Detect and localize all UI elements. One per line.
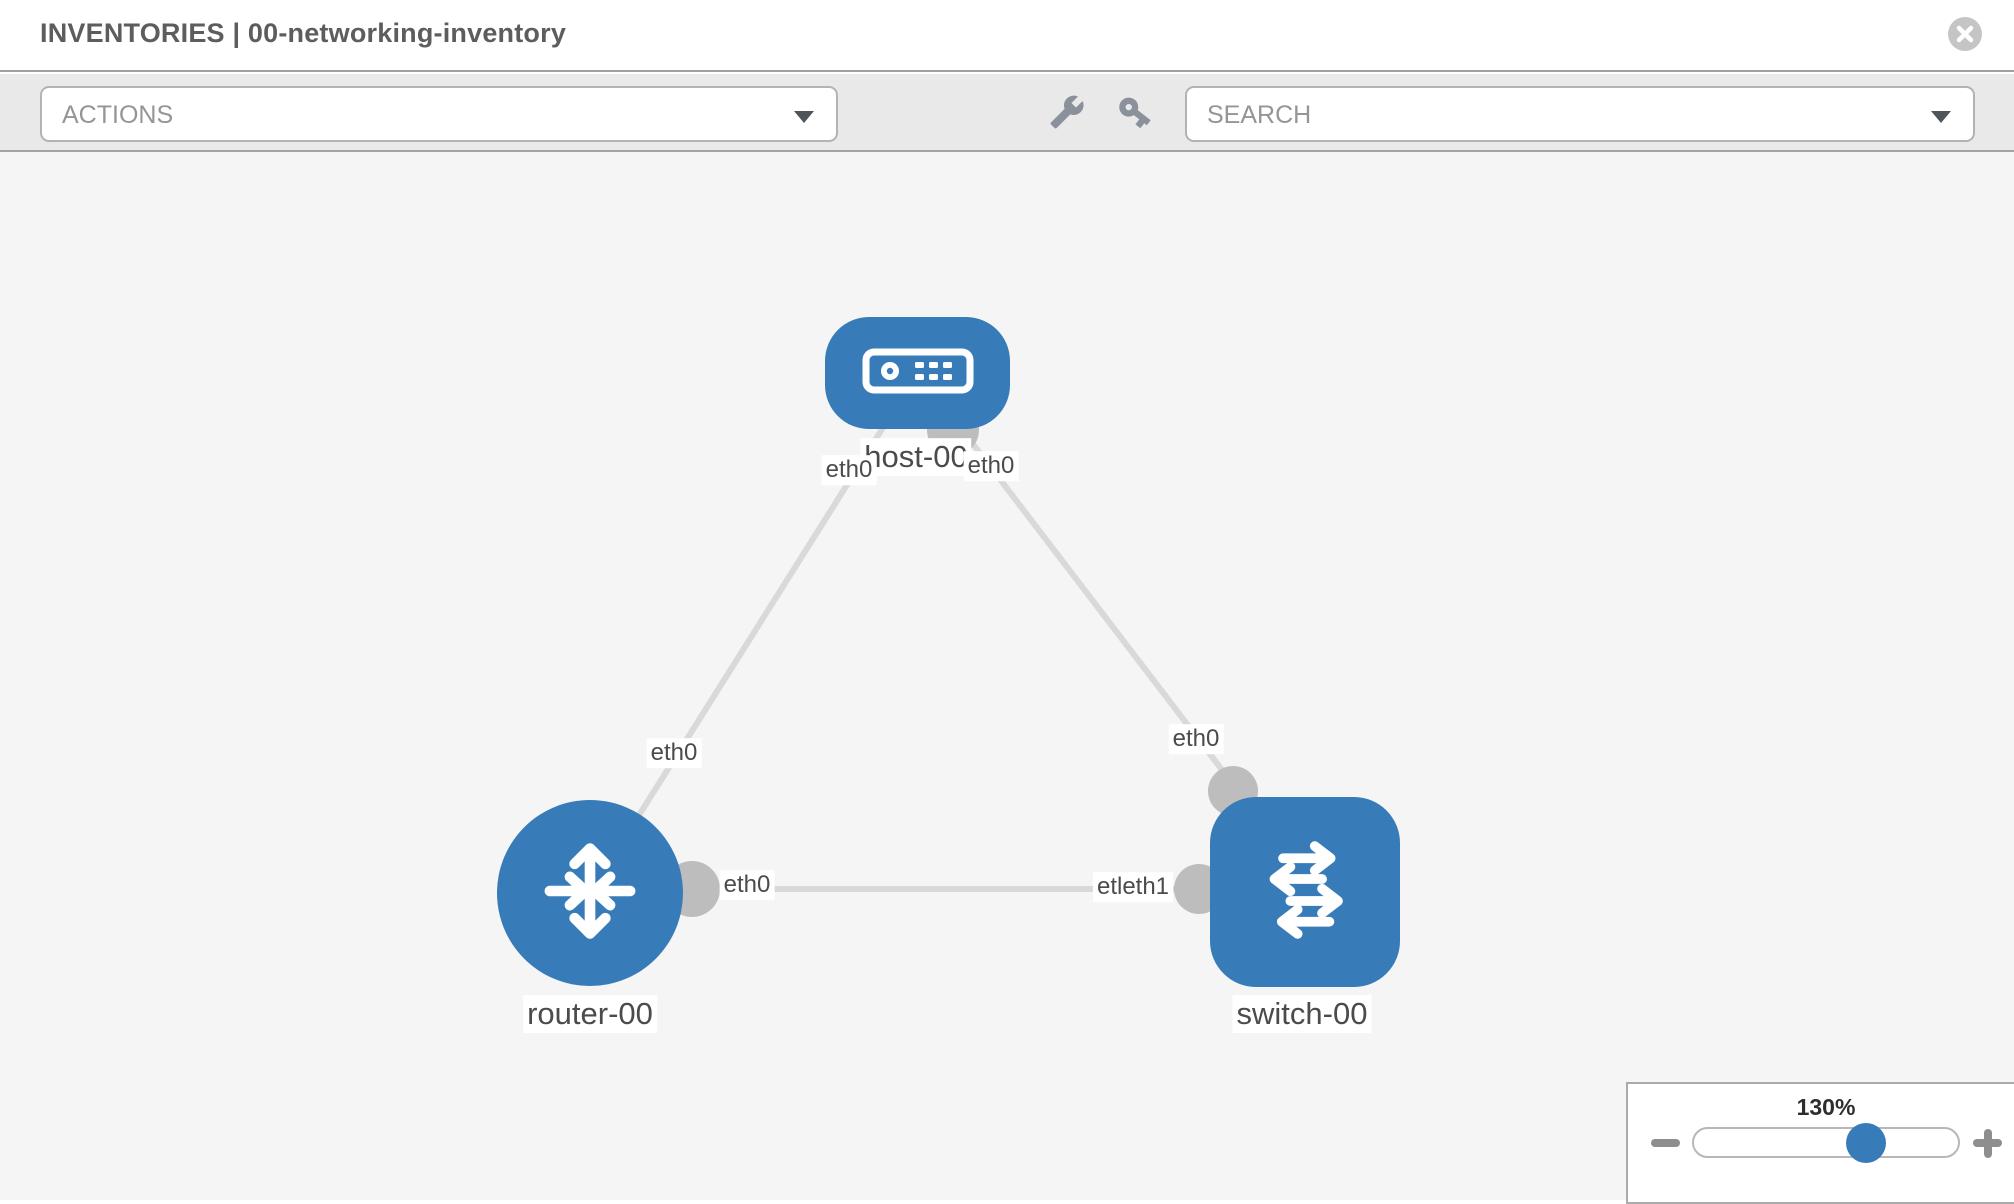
- node-label-router: router-00: [523, 995, 657, 1033]
- topology-canvas[interactable]: host-00 eth0 eth0 eth0 eth0 eth0 etleth1…: [0, 152, 2014, 1200]
- node-host-00[interactable]: [825, 317, 1010, 429]
- actions-dropdown-label: ACTIONS: [62, 101, 174, 129]
- wrench-icon: [1049, 94, 1085, 135]
- interface-label-router-link-eth0: eth0: [646, 738, 702, 768]
- switch-icon-node[interactable]: [1210, 797, 1400, 987]
- chevron-down-icon: [794, 111, 814, 123]
- search-dropdown[interactable]: SEARCH: [1185, 86, 1975, 142]
- interface-label-router-eth0: eth0: [719, 870, 775, 900]
- node-label-host: host-00: [860, 438, 972, 476]
- zoom-slider-thumb[interactable]: [1846, 1123, 1886, 1163]
- interface-label-switch-link-eth0: eth0: [1168, 724, 1224, 754]
- interface-label-host-eth0-left: eth0: [821, 455, 877, 485]
- search-dropdown-label: SEARCH: [1207, 101, 1312, 129]
- router-icon: [531, 832, 649, 955]
- key-button[interactable]: [1113, 92, 1157, 136]
- zoom-in-icon[interactable]: [1983, 1128, 1992, 1158]
- page-title: INVENTORIES | 00-networking-inventory: [40, 18, 567, 48]
- wrench-button[interactable]: [1045, 92, 1089, 136]
- interface-label-switch-eth1: etleth1: [1092, 872, 1174, 902]
- header-bar: INVENTORIES | 00-networking-inventory: [0, 0, 2014, 72]
- zoom-control-panel: 130%: [1626, 1082, 2014, 1204]
- topology-links-layer: [587, 370, 1305, 917]
- zoom-out-icon[interactable]: [1651, 1139, 1680, 1147]
- key-icon: [1116, 93, 1154, 136]
- host-icon: [857, 336, 979, 411]
- close-button[interactable]: [1948, 17, 1982, 51]
- switch-icon: [1244, 829, 1366, 956]
- node-router-00[interactable]: [497, 800, 683, 986]
- node-label-switch: switch-00: [1232, 995, 1372, 1033]
- actions-dropdown[interactable]: ACTIONS: [40, 86, 838, 142]
- interface-label-host-eth0-right: eth0: [963, 451, 1019, 481]
- zoom-level-label: 130%: [1796, 1094, 1856, 1120]
- toolbar: ACTIONS SEARCH: [0, 74, 2014, 152]
- zoom-slider-track[interactable]: [1692, 1127, 1960, 1158]
- chevron-down-icon: [1931, 111, 1951, 123]
